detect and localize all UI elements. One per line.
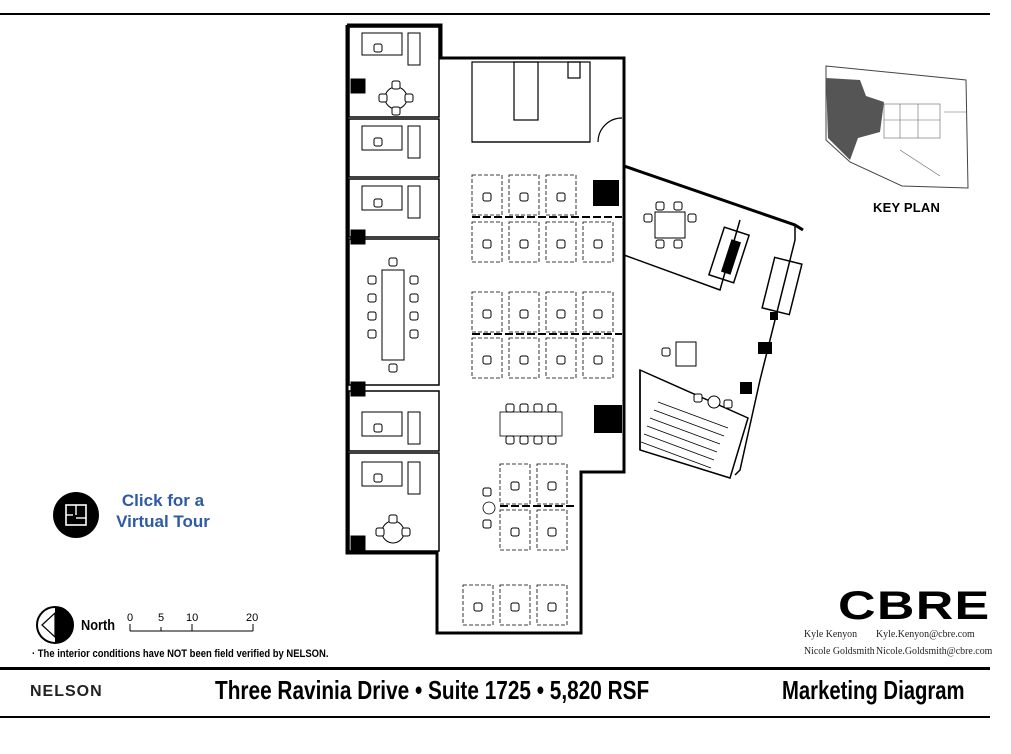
scale-tick-20: 20 bbox=[246, 612, 259, 624]
scale-tick-10: 10 bbox=[186, 612, 199, 624]
east-wing bbox=[623, 219, 803, 479]
columns bbox=[593, 180, 622, 433]
virtual-tour-line1: Click for a bbox=[121, 491, 205, 510]
workstations bbox=[463, 175, 622, 625]
scale-tick-5: 5 bbox=[158, 612, 165, 624]
footer-rule-top bbox=[0, 667, 990, 670]
contact-email-1[interactable]: Kyle.Kenyon@cbre.com bbox=[876, 628, 975, 640]
virtual-tour-link[interactable]: Click for a Virtual Tour bbox=[104, 490, 222, 532]
north-label: North bbox=[81, 617, 115, 634]
kitchen bbox=[471, 61, 623, 143]
offices bbox=[348, 26, 440, 552]
contact-name-2: Nicole Goldsmith bbox=[804, 645, 875, 657]
contact-email-2[interactable]: Nicole.Goldsmith@cbre.com bbox=[876, 645, 993, 657]
scale-tick-0: 0 bbox=[127, 612, 134, 624]
document-type: Marketing Diagram bbox=[782, 675, 965, 705]
top-rule bbox=[0, 13, 990, 15]
scale-bar bbox=[129, 624, 254, 632]
floorplan-icon bbox=[65, 504, 87, 526]
virtual-tour-line2: Virtual Tour bbox=[116, 512, 210, 531]
key-plan-label: KEY PLAN bbox=[873, 200, 941, 215]
footer-rule-bottom bbox=[0, 716, 990, 718]
stair bbox=[640, 401, 729, 469]
key-plan-drawing bbox=[825, 65, 969, 189]
office-furniture bbox=[350, 32, 421, 551]
small-columns bbox=[720, 239, 778, 394]
north-arrow-icon bbox=[36, 606, 74, 644]
property-title: Three Ravinia Drive • Suite 1725 • 5,820… bbox=[215, 675, 650, 705]
contact-name-1: Kyle Kenyon bbox=[804, 628, 858, 640]
building-walls bbox=[345, 23, 804, 635]
conference-furniture bbox=[643, 201, 733, 409]
disclaimer: · The interior conditions have NOT been … bbox=[32, 648, 329, 660]
virtual-tour-button[interactable] bbox=[53, 492, 99, 538]
cbre-logo: CBRE bbox=[838, 584, 991, 628]
nelson-logo: NELSON bbox=[30, 683, 103, 700]
